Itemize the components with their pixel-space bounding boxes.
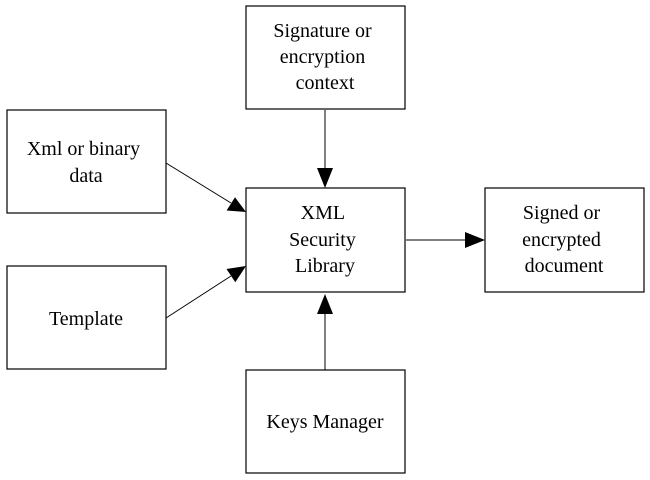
node-keys-manager-label: Keys Manager xyxy=(266,411,384,433)
arrowhead-icon xyxy=(226,197,246,212)
arrowhead-icon xyxy=(317,168,333,188)
edge-xml-data-to-library xyxy=(165,162,246,212)
node-xml-binary-data: Xml or binary data xyxy=(6,109,167,214)
node-label-line: Keys Manager xyxy=(266,411,384,433)
node-label-line: Xml or binary xyxy=(27,138,140,160)
arrowhead-icon xyxy=(465,232,485,248)
node-label-line: encrypted xyxy=(522,229,601,251)
edge-keys-manager-to-library xyxy=(317,294,333,370)
node-xml-security-library-label: XML Security Library xyxy=(289,202,361,277)
edge-library-to-output xyxy=(406,232,485,248)
node-label-line: context xyxy=(296,72,355,94)
node-xml-binary-data-label: Xml or binary data xyxy=(27,138,145,187)
arrowhead-icon xyxy=(317,294,333,314)
node-signature-context-label: Signature or encryption context xyxy=(273,20,376,94)
node-label-line: data xyxy=(69,165,102,187)
arrowhead-icon xyxy=(226,266,246,283)
node-label-line: XML xyxy=(301,202,345,224)
edge-context-to-library xyxy=(317,110,333,188)
node-template-label: Template xyxy=(49,308,123,330)
node-template: Template xyxy=(6,265,167,370)
node-label-line: Signed or xyxy=(523,202,601,224)
node-signed-document-label: Signed or encrypted document xyxy=(522,202,606,277)
node-xml-security-library: XML Security Library xyxy=(245,187,406,293)
node-label-line: document xyxy=(525,255,604,277)
node-signature-context: Signature or encryption context xyxy=(245,5,406,110)
node-label-line: Library xyxy=(295,255,355,277)
node-label-line: encryption xyxy=(280,46,366,68)
node-signed-document: Signed or encrypted document xyxy=(484,187,645,293)
edge-template-to-library xyxy=(165,266,246,319)
node-label-line: Template xyxy=(49,308,123,330)
node-keys-manager: Keys Manager xyxy=(245,369,406,474)
node-label-line: Signature or xyxy=(273,20,372,42)
node-label-line: Security xyxy=(289,229,356,251)
